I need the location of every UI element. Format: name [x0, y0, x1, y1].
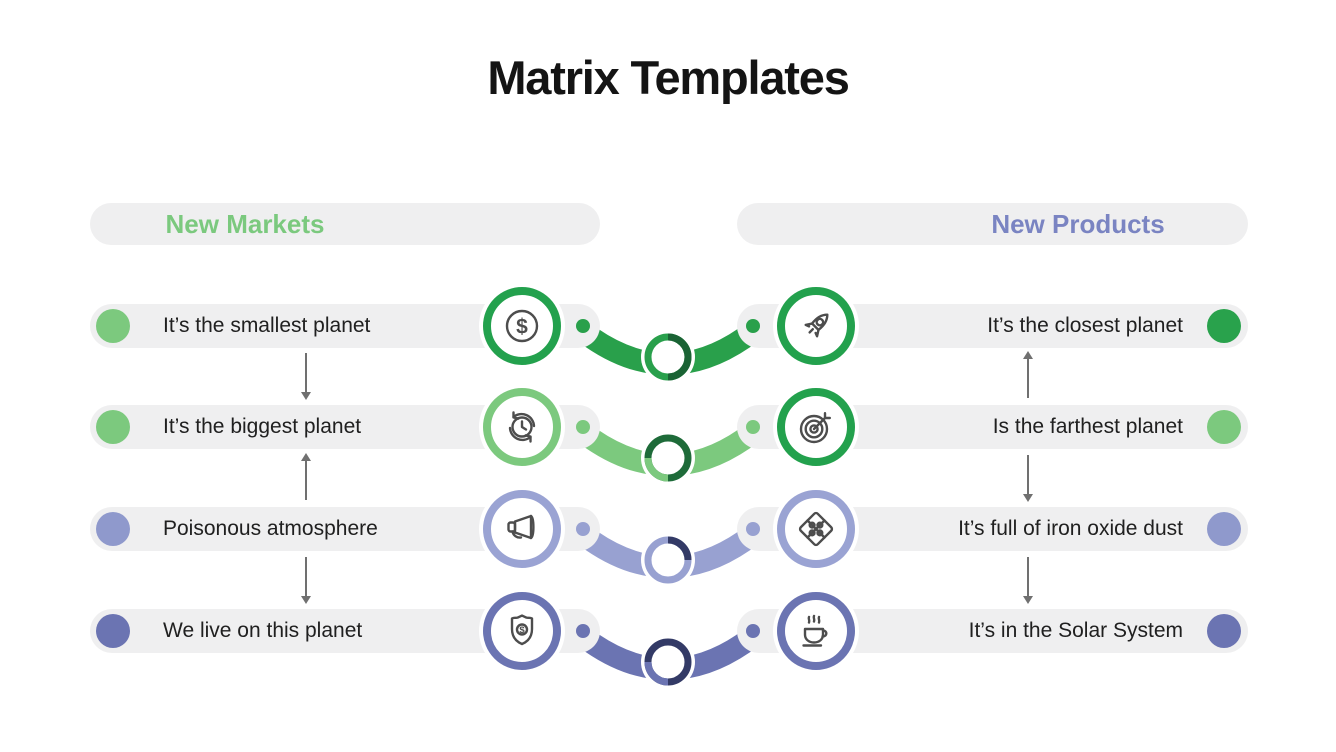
icon-badge: [483, 388, 561, 466]
gap-arrow-right-2: [1023, 453, 1033, 502]
icon-badge: [777, 592, 855, 670]
gap-arrow-right-1: [1023, 351, 1033, 400]
connector-dot: [576, 420, 590, 434]
row-connector: [581, 428, 755, 485]
matrix-row: Poisonous atmosphere It’s full of iron o…: [0, 490, 1336, 587]
bullet-dot: [96, 614, 130, 648]
matrix-row: We live on this planet It’s in the Solar…: [0, 592, 1336, 689]
dollar-circle-icon: $: [505, 309, 539, 343]
icon-badge: [777, 490, 855, 568]
connector-dot: [746, 319, 760, 333]
connector-dot: [576, 319, 590, 333]
column-header-new-products: New Products: [737, 203, 1248, 245]
icon-badge: [777, 388, 855, 466]
bullet-dot: [96, 512, 130, 546]
gap-arrow-left-1: [301, 351, 311, 400]
puzzle-icon: [798, 511, 834, 547]
icon-badge: $: [483, 287, 561, 365]
bullet-dot: [1207, 614, 1241, 648]
bullet-dot: [96, 410, 130, 444]
clock-refresh-icon: [508, 411, 536, 443]
shield-dollar-icon: $: [510, 614, 534, 646]
statement-text: It’s the smallest planet: [163, 314, 371, 337]
statement-text: It’s full of iron oxide dust: [958, 517, 1183, 540]
gap-arrow-left-2: [301, 453, 311, 502]
svg-text:$: $: [516, 316, 528, 339]
connector-dot: [746, 624, 760, 638]
statement-text: Poisonous atmosphere: [163, 517, 378, 540]
svg-text:$: $: [519, 625, 525, 636]
icon-badge: [483, 490, 561, 568]
gap-arrow-left-3: [301, 555, 311, 604]
statement-text: It’s the biggest planet: [163, 415, 362, 438]
connector-dot: [746, 420, 760, 434]
column-header-new-markets: New Markets: [90, 203, 600, 245]
connector-dot: [746, 522, 760, 536]
column-header-label: New Markets: [165, 209, 325, 239]
coffee-cup-icon: [802, 614, 828, 647]
icon-badge: $: [483, 592, 561, 670]
matrix-row: It’s the biggest planet Is the farthest …: [0, 388, 1336, 485]
icon-badge: [777, 287, 855, 365]
row-connector: [581, 327, 755, 384]
row-connector: [581, 632, 755, 689]
statement-text: Is the farthest planet: [992, 415, 1183, 438]
gap-arrow-right-3: [1023, 555, 1033, 604]
matrix-row: It’s the smallest planet It’s the closes…: [0, 287, 1336, 384]
row-connector: [581, 530, 755, 587]
statement-text: We live on this planet: [163, 619, 363, 642]
rocket-icon: [804, 313, 829, 338]
statement-text: It’s the closest planet: [987, 314, 1183, 337]
megaphone-icon: [507, 514, 535, 540]
column-header-label: New Products: [991, 209, 1165, 239]
connector-dot: [576, 624, 590, 638]
target-icon: [799, 412, 831, 444]
bullet-dot: [1207, 309, 1241, 343]
bullet-dot: [1207, 410, 1241, 444]
statement-text: It’s in the Solar System: [968, 619, 1183, 642]
page-title: Matrix Templates: [487, 51, 849, 104]
bullet-dot: [96, 309, 130, 343]
connector-dot: [576, 522, 590, 536]
bullet-dot: [1207, 512, 1241, 546]
